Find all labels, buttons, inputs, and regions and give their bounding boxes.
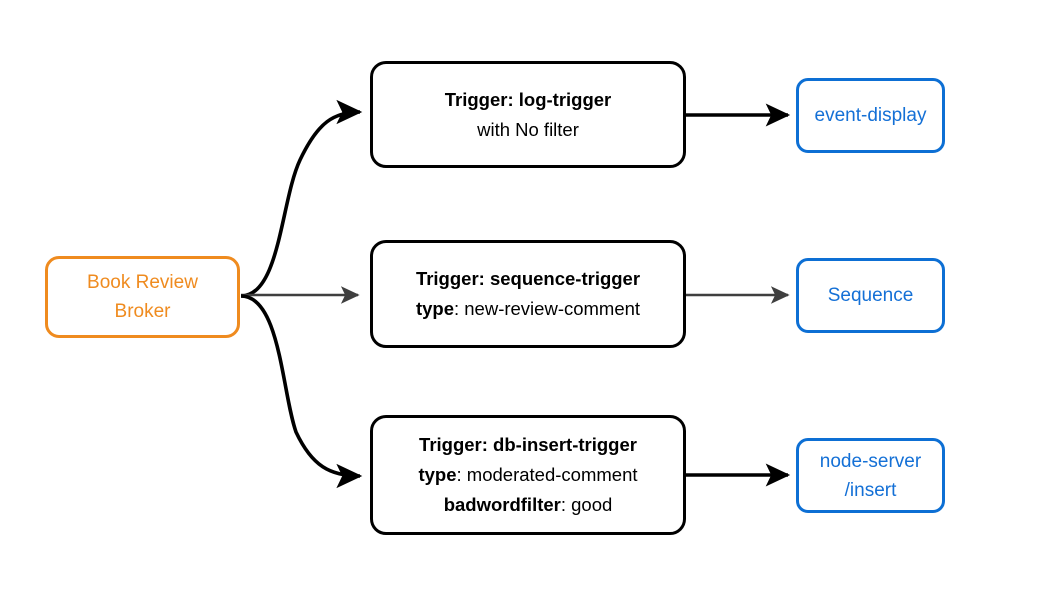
trigger-db-insert-trigger-line1: Trigger: db-insert-trigger: [419, 434, 637, 455]
trigger-node-log-trigger[interactable]: Trigger: log-trigger with No filter: [370, 61, 686, 168]
target-node-node-server-insert[interactable]: node-server /insert: [796, 438, 945, 513]
trigger-db-insert-trigger-line2-key: type: [418, 464, 457, 485]
edge-broker-to-db-insert-trigger: [240, 294, 363, 489]
target-node-server-label-line2: /insert: [844, 479, 897, 501]
target-node-sequence[interactable]: Sequence: [796, 258, 945, 333]
trigger-db-insert-trigger-line3: badwordfilter: good: [444, 490, 613, 520]
trigger-sequence-trigger-line1: Trigger: sequence-trigger: [415, 268, 641, 289]
target-node-server-label-line1: node-server: [819, 450, 922, 472]
trigger-sequence-trigger-line2-value: : new-review-comment: [453, 298, 641, 319]
target-sequence-label: Sequence: [827, 285, 914, 306]
target-event-display-label: event-display: [814, 105, 927, 126]
trigger-db-insert-trigger-line2-value: : moderated-comment: [456, 464, 638, 485]
edge-broker-to-log-trigger: [240, 99, 363, 298]
trigger-sequence-trigger-line2: type: new-review-comment: [416, 294, 640, 324]
broker-label-line1: Book Review: [87, 272, 198, 293]
trigger-node-db-insert-trigger[interactable]: Trigger: db-insert-trigger type: moderat…: [370, 415, 686, 535]
trigger-log-trigger-line1: Trigger: log-trigger: [444, 88, 612, 110]
trigger-db-insert-trigger-line2: type: moderated-comment: [418, 460, 637, 490]
trigger-node-sequence-trigger[interactable]: Trigger: sequence-trigger type: new-revi…: [370, 240, 686, 348]
trigger-log-trigger-line2: with No filter: [477, 115, 579, 145]
target-node-event-display[interactable]: event-display: [796, 78, 945, 153]
trigger-log-trigger-line2-value: with No filter: [477, 118, 579, 140]
broker-label-line2: Broker: [114, 301, 171, 322]
broker-node[interactable]: Book Review Broker: [45, 256, 240, 338]
trigger-db-insert-trigger-line3-key: badwordfilter: [443, 494, 561, 515]
trigger-sequence-trigger-line2-key: type: [415, 298, 454, 319]
trigger-db-insert-trigger-line3-value: : good: [560, 494, 613, 515]
